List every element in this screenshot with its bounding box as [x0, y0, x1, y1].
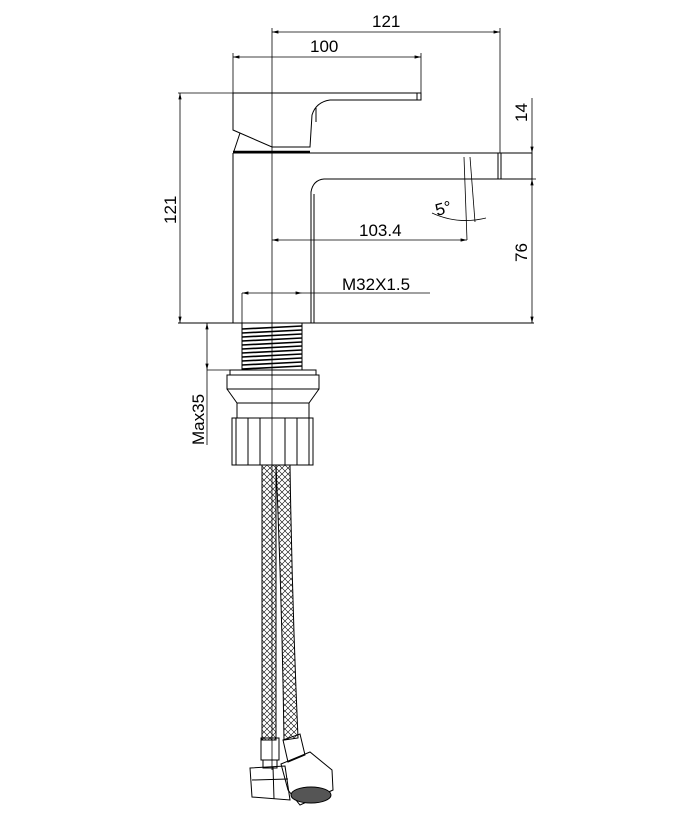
dim-max-deck: Max35: [189, 394, 208, 445]
thread-line: [241, 349, 303, 354]
dim-total-height: 121: [161, 196, 180, 224]
threaded-shank: [241, 322, 303, 371]
dim-spout-height: 76: [512, 243, 531, 262]
dim-spout-thickness: 14: [512, 103, 531, 122]
hose-fittings: [249, 733, 334, 806]
thread-line: [241, 329, 303, 334]
thread-line: [241, 345, 303, 350]
braided-hoses: [261, 464, 299, 741]
mounting-nut: [226, 369, 320, 466]
thread-line: [241, 365, 303, 370]
thread-line: [241, 361, 303, 366]
dim-spout-reach: 103.4: [359, 221, 402, 240]
dim-total-reach: 121: [372, 12, 400, 31]
dim-handle-length: 100: [310, 37, 338, 56]
thread-line: [241, 341, 303, 346]
thread-line: [241, 325, 303, 330]
thread-line: [241, 333, 303, 338]
dim-spout-angle: 5°: [433, 197, 454, 220]
thread-line: [241, 337, 303, 342]
thread-line: [241, 353, 303, 358]
handle: [232, 92, 422, 154]
thread-line: [241, 357, 303, 362]
faucet-body: [178, 152, 534, 324]
dim-thread: M32X1.5: [342, 275, 410, 294]
dimensions: [178, 28, 536, 445]
